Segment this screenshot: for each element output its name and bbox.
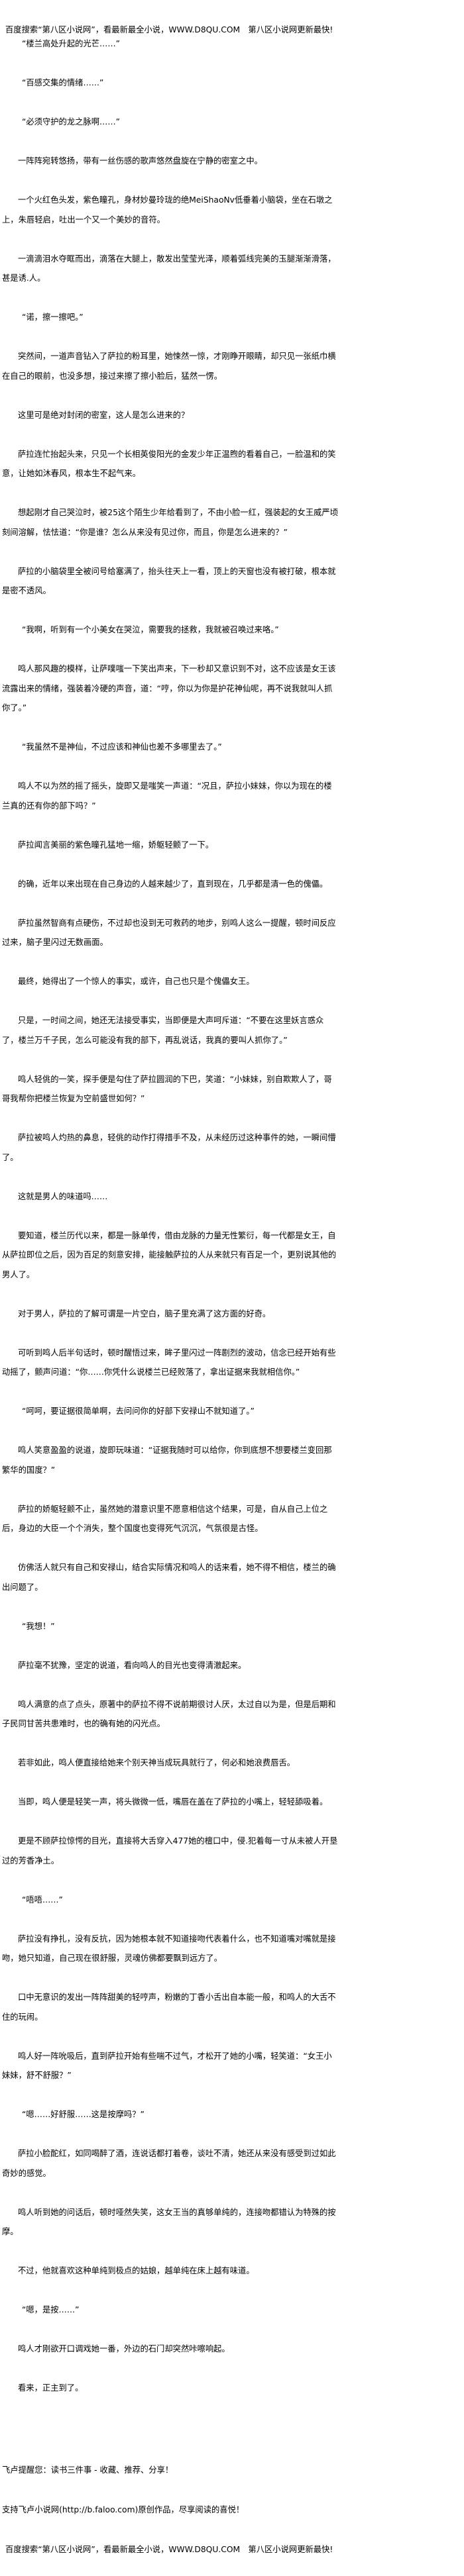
story-paragraph: 鸣人不以为然的摇了摇头，旋即又是嗤笑一声道：“况且，萨拉小妹妹，你以为现在的楼兰…: [2, 781, 332, 811]
story-paragraph: “嗯，是按……”: [22, 2305, 80, 2314]
story-paragraph: 要知道，楼兰历代以来，都是一脉单传，借由龙脉的力量无性繁衍，每一代都是女王，自从…: [2, 1230, 337, 1279]
site-banner-top: 百度搜索“第八区小说网”，看最新最全小说，WWW.D8QU.COM 第八区小说网…: [5, 25, 333, 34]
story-paragraph: “楼兰高处升起的光芒……”: [22, 39, 121, 48]
story-paragraph: 只是，一时间之间，她还无法接受事实，当即便是大声呵斥道：“不要在这里妖言惑众了，…: [2, 1016, 324, 1045]
story-paragraph: 想起刚才自己哭泣时，被25这个陌生少年给看到了，不由小脸一红，强装起的女王威严顷…: [2, 508, 338, 537]
story-paragraph: 看来，正主到了。: [18, 2383, 84, 2393]
story-paragraph: “我啊，听到有一个小美女在哭泣，需要我的拯救，我就被召唤过来咯。”: [22, 625, 279, 634]
story-paragraph: “百感交集的情绪……”: [22, 78, 104, 87]
story-paragraph: 萨拉被鸣人灼热的鼻息，轻佻的动作打得措手不及，从未经历过这种事件的她，一瞬间懵了…: [2, 1133, 336, 1162]
story-paragraph: 鸣人好一阵吮吸后，直到萨拉开始有些喘不过气，才松开了她的小嘴，轻笑道：“女王小妹…: [2, 2051, 332, 2081]
story-paragraph: 萨拉没有挣扎，没有反抗，因为她根本就不知道接吻代表着什么，也不知道嘴对嘴就是接吻…: [2, 1934, 336, 1963]
story-paragraph: 口中无意识的发出一阵阵甜美的轻哼声，粉嫩的丁香小舌出自本能一般，和鸣人的大舌不住…: [2, 1993, 336, 2022]
story-paragraph: 一阵阵宛转悠扬，带有一丝伤感的歌声悠然盘旋在宁静的密室之中。: [18, 156, 262, 166]
story-paragraph: 不过，他就喜欢这种单纯到极点的姑娘，越单纯在床上越有味道。: [18, 2266, 255, 2275]
story-paragraph: 鸣人才刚欲开口调戏她一番，外边的石门却突然咔嚓响起。: [18, 2344, 230, 2353]
reading-reminder: 飞卢提醒您：读书三件事 - 收藏、推荐、分享！: [2, 2465, 174, 2475]
support-note: 支持飞卢小说网(http://b.faloo.com)原创作品，尽享阅读的喜悦！: [2, 2505, 245, 2514]
story-paragraph: “我想！”: [22, 1621, 55, 1631]
chapter-body: “楼兰高处升起的光芒……” “百感交集的情绪……” “必须守护的龙之脉啊……” 一阵阵…: [2, 34, 339, 2418]
story-paragraph: 萨拉小脸酡红，如同喝醉了酒，连说话都打着卷，谈吐不清，她还从来没有感受到过如此奇…: [2, 2149, 336, 2178]
story-paragraph: “必须守护的龙之脉啊……”: [22, 117, 121, 126]
story-paragraph: 萨拉的小脑袋里全被问号给塞满了，抬头往天上一看，顶上的天窗也没有被打破，根本就是…: [2, 566, 336, 596]
story-paragraph: 萨拉毫不犹豫，坚定的说道，看向鸣人的目光也变得清澈起来。: [18, 1660, 247, 1670]
story-paragraph: 萨拉的娇躯轻颤不止，虽然她的潜意识里不愿意相信这个结果，可是，自从自己上位之后，…: [2, 1504, 328, 1534]
story-paragraph: “唔唔……”: [22, 1895, 63, 1905]
story-paragraph: 鸣人满意的点了点头，原著中的萨拉不得不说前期很讨人厌，太过自以为是，但是后期和子…: [2, 1699, 336, 1729]
story-paragraph: “呵呵，要证据很简单啊，去问问你的好部下安禄山不就知道了。”: [22, 1407, 255, 1416]
story-paragraph: “嗯……好舒服……这是按摩吗？”: [22, 2110, 145, 2119]
story-paragraph: 当即，鸣人便是轻笑一声，将头微微一低，嘴唇在盖在了萨拉的小嘴上，轻轻舔吸着。: [18, 1797, 328, 1807]
story-paragraph: 若非如此，鸣人便直接给她来个别天神当成玩具就行了，何必和她浪费唇舌。: [18, 1758, 296, 1767]
story-paragraph: 萨拉连忙抬起头来，只见一个长相英俊阳光的金发少年正温煦的看着自己，一脸温和的笑意…: [2, 449, 336, 479]
story-paragraph: 的确，近年以来出现在自己身边的人越来越少了，直到现在，几乎都是清一色的傀儡。: [18, 879, 328, 889]
story-paragraph: “诺，擦一擦吧。”: [22, 313, 84, 322]
story-paragraph: 鸣人轻佻的一笑，探手便是勾住了萨拉圆润的下巴，笑道：“小妹妹，别自欺欺人了，哥哥…: [2, 1074, 332, 1104]
site-banner-bottom: 百度搜索“第八区小说网”，看最新最全小说，WWW.D8QU.COM 第八区小说网…: [5, 2545, 333, 2554]
story-paragraph: 突然间，一道声音钻入了萨拉的粉耳里，她悚然一惊，才刚睁开眼睛，却只见一张纸巾横在…: [2, 352, 336, 381]
story-paragraph: 萨拉闻言美丽的紫色瞳孔猛地一缩，娇躯轻颤了一下。: [18, 840, 214, 850]
story-paragraph: 仿佛活人就只有自己和安禄山，结合实际情况和鸣人的话来看，她不得不相信，楼兰的确出…: [2, 1563, 336, 1592]
story-paragraph: 这就是男人的味道吗……: [18, 1191, 108, 1201]
story-paragraph: 萨拉虽然智商有点硬伤，不过却也没到无可救药的地步，别鸣人这么一提醒，顿时间反应过…: [2, 918, 336, 948]
story-paragraph: 更是不顾萨拉惊愕的目光，直接将大舌穿入477她的檀口中，侵.犯着每一寸从未被人开…: [2, 1836, 338, 1865]
story-paragraph: 这里可是绝对封闭的密室，这人是怎么进来的？: [18, 410, 190, 420]
story-paragraph: 鸣人那风趣的模样，让萨噗嗤一下笑出声来，下一秒却又意识到不对，这不应该是女王该流…: [2, 664, 336, 713]
story-paragraph: 可听到鸣人后半句话时，顿时醒悟过来，眸子里闪过一阵剧烈的波动，信念已经开始有些动…: [2, 1348, 336, 1377]
story-paragraph: 鸣人听到她的问话后，顿时哑然失笑，这女王当的真够单纯的，连接吻都错认为特殊的按摩…: [2, 2207, 336, 2237]
story-paragraph: 鸣人笑意盈盈的说道，旋即玩味道：“证据我随时可以给你，你到底想不想要楼兰变回那繁…: [2, 1446, 332, 1475]
story-paragraph: “我虽然不是神仙，不过应该和神仙也差不多哪里去了。”: [22, 742, 222, 752]
story-paragraph: 一个火红色头发，紫色瞳孔，身材妙曼玲珑的绝MeiShaoNv低垂着小脑袋，坐在石…: [2, 195, 333, 224]
story-paragraph: 最终，她得出了一个惊人的事实，或许，自己也只是个傀儡女王。: [18, 977, 255, 986]
story-paragraph: 一滴滴泪水夺眶而出，滴落在大腿上，散发出莹莹光泽，顺着弧线完美的玉腿渐渐滑落，甚…: [2, 254, 336, 283]
story-paragraph: 对于男人，萨拉的了解可谓是一片空白，脑子里充满了这方面的好奇。: [18, 1309, 271, 1318]
